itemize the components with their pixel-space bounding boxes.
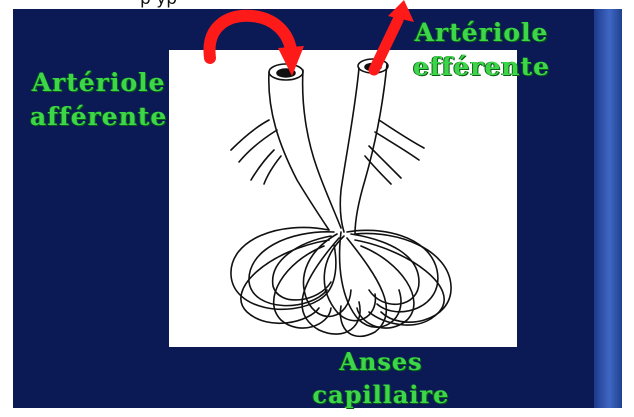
efferent-label-line2: efférente bbox=[413, 54, 550, 79]
afferent-label-line2: afférente bbox=[30, 104, 167, 129]
efferent-outflow-arrow bbox=[374, 20, 398, 70]
capillary-loops-label: Anses capillaire bbox=[276, 350, 486, 416]
afferent-label-line1: Artériole bbox=[30, 70, 167, 95]
efferent-arrowhead bbox=[388, 0, 414, 22]
afferent-arrowhead bbox=[278, 46, 304, 76]
capillary-label-line2: capillaire bbox=[276, 383, 486, 407]
afferent-inflow-arrow bbox=[209, 16, 291, 58]
capillary-label-line1: Anses bbox=[276, 350, 486, 374]
efferent-arteriole-label: Artériole efférente bbox=[413, 20, 550, 88]
afferent-arteriole-label: Artériole afférente bbox=[30, 70, 167, 138]
efferent-label-line1: Artériole bbox=[413, 20, 550, 45]
